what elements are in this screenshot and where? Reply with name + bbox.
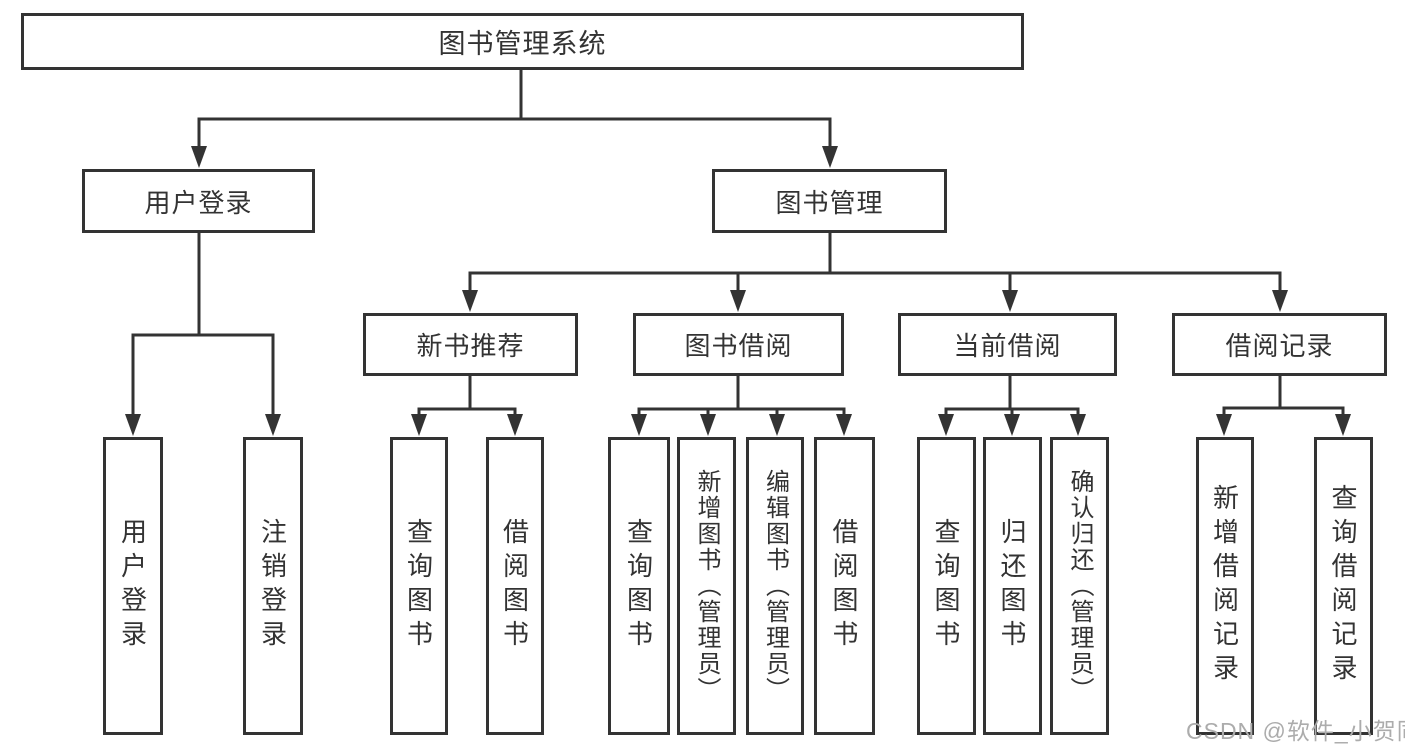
arrow-down-icon — [462, 290, 478, 312]
node-leaf-query-borrow-record: 查询借阅记录 — [1314, 437, 1373, 735]
arrow-down-icon — [1070, 414, 1086, 436]
node-label: 查询图书 — [931, 518, 961, 654]
node-label: 查询图书 — [623, 518, 654, 654]
arrowhead-icons — [125, 146, 1351, 436]
arrow-down-icon — [1004, 414, 1020, 436]
arrow-down-icon — [265, 414, 281, 436]
node-label: 编辑图书（管理员） — [761, 469, 789, 703]
node-label: 新增图书（管理员） — [693, 469, 720, 703]
node-book-borrowing: 图书借阅 — [633, 313, 844, 376]
node-borrow-records: 借阅记录 — [1172, 313, 1387, 376]
node-label: 查询借阅记录 — [1328, 484, 1358, 688]
arrow-down-icon — [730, 290, 746, 312]
node-label: 确认归还（管理员） — [1066, 469, 1093, 703]
arrow-down-icon — [769, 414, 785, 436]
node-label: 图书借阅 — [684, 331, 793, 361]
node-leaf-query-books-recommend: 查询图书 — [390, 437, 448, 735]
node-label: 注销登录 — [257, 518, 288, 654]
connector-strokes — [131, 70, 1345, 418]
node-label: 查询图书 — [403, 518, 434, 654]
node-label: 图书管理系统 — [438, 29, 607, 59]
arrow-down-icon — [631, 414, 647, 436]
node-book-management: 图书管理 — [712, 169, 947, 233]
node-leaf-logout: 注销登录 — [243, 437, 303, 735]
node-leaf-user-login: 用户登录 — [103, 437, 163, 735]
node-library-management-system: 图书管理系统 — [21, 13, 1024, 70]
arrow-down-icon — [125, 414, 141, 436]
node-leaf-add-borrow-record: 新增借阅记录 — [1196, 437, 1254, 735]
arrow-down-icon — [836, 414, 852, 436]
arrow-down-icon — [411, 414, 427, 436]
node-label: 用户登录 — [117, 518, 148, 654]
node-label: 图书管理 — [775, 187, 884, 218]
node-new-book-recommend: 新书推荐 — [363, 313, 578, 376]
node-leaf-borrow-books-recommend: 借阅图书 — [486, 437, 544, 735]
node-user-login: 用户登录 — [82, 169, 315, 233]
arrow-down-icon — [1002, 290, 1018, 312]
node-label: 归还图书 — [997, 518, 1027, 654]
arrow-down-icon — [822, 146, 838, 168]
arrow-down-icon — [938, 414, 954, 436]
node-label: 借阅图书 — [499, 518, 530, 654]
node-label: 借阅记录 — [1225, 331, 1334, 361]
watermark: CSDN @软件_小贺同学 — [1186, 718, 1405, 744]
node-leaf-query-books-borrowing: 查询图书 — [608, 437, 670, 735]
node-leaf-add-book-admin: 新增图书（管理员） — [677, 437, 736, 735]
arrow-down-icon — [1335, 414, 1351, 436]
node-current-borrowing: 当前借阅 — [898, 313, 1117, 376]
node-label: 当前借阅 — [953, 331, 1062, 361]
node-leaf-edit-book-admin: 编辑图书（管理员） — [746, 437, 804, 735]
node-leaf-query-books-current: 查询图书 — [917, 437, 976, 735]
node-label: 借阅图书 — [829, 518, 859, 654]
node-label: 新增借阅记录 — [1209, 484, 1240, 688]
node-leaf-confirm-return-admin: 确认归还（管理员） — [1050, 437, 1109, 735]
arrow-down-icon — [1216, 414, 1232, 436]
node-leaf-return-books: 归还图书 — [983, 437, 1042, 735]
arrow-down-icon — [700, 414, 716, 436]
node-leaf-borrow-books: 借阅图书 — [814, 437, 875, 735]
node-label: 用户登录 — [144, 187, 253, 218]
arrow-down-icon — [191, 146, 207, 168]
arrow-down-icon — [1272, 290, 1288, 312]
arrow-down-icon — [507, 414, 523, 436]
node-label: 新书推荐 — [416, 331, 525, 361]
